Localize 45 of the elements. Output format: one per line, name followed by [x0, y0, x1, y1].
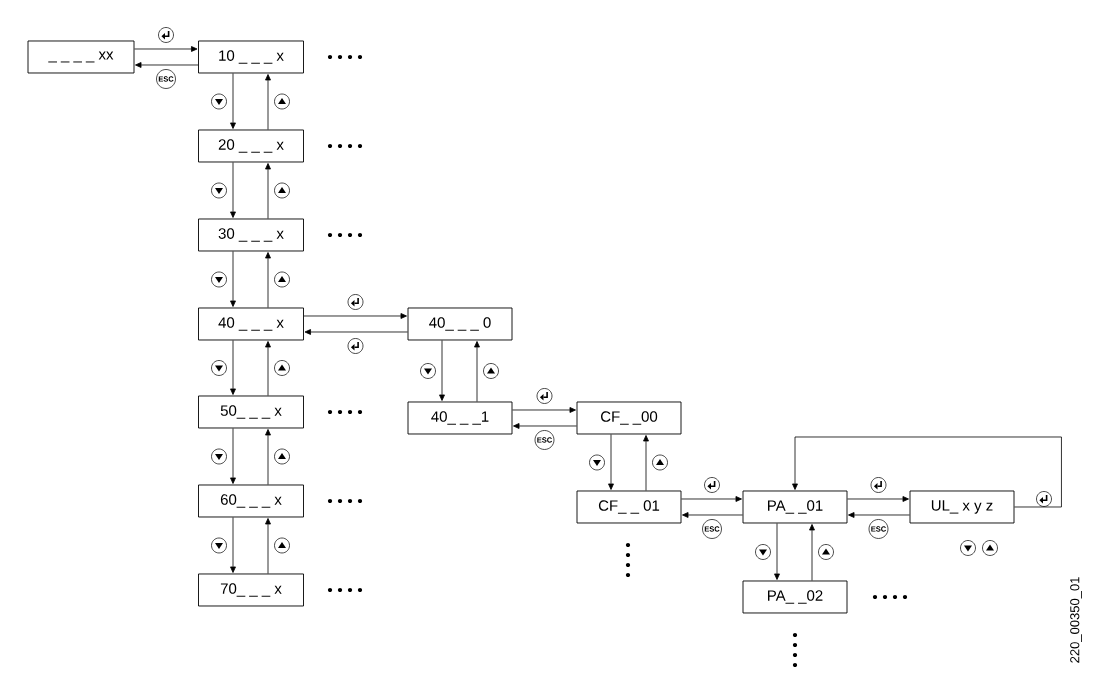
arrow [439, 340, 445, 401]
arrow [265, 74, 271, 130]
arrow [134, 46, 198, 52]
arrow [265, 341, 271, 396]
display-box: 40_ _ _1 [407, 401, 513, 435]
arrow [265, 252, 271, 308]
arrow [230, 340, 236, 395]
display-box: CF_ _00 [576, 401, 682, 435]
display-box: 50_ _ _ x [198, 395, 304, 429]
arrow [608, 434, 614, 490]
figure-code: 220_00350_01 [1070, 577, 1082, 663]
arrow [474, 341, 480, 402]
arrow [304, 329, 408, 335]
arrow [774, 523, 780, 580]
display-box: CF_ _ 01 [576, 490, 682, 524]
display-box: 40 _ _ _ x [198, 307, 304, 341]
arrow [303, 313, 407, 319]
display-box: 60_ _ _ x [198, 484, 304, 518]
display-box: 20 _ _ _ x [198, 129, 304, 163]
arrow [681, 496, 742, 502]
display-box: _ _ _ _ xx [27, 40, 135, 74]
arrow [682, 512, 743, 518]
arrow [265, 163, 271, 219]
display-box: 30 _ _ _ x [198, 218, 304, 252]
arrow [643, 435, 649, 491]
arrow [265, 429, 271, 485]
arrow [792, 436, 1062, 508]
arrow [230, 428, 236, 484]
display-box: PA_ _02 [742, 580, 848, 614]
display-box: UL_ x y z [909, 490, 1015, 524]
display-box: PA_ _01 [742, 490, 848, 524]
display-box: 10 _ _ _ x [198, 40, 304, 74]
arrow [230, 517, 236, 573]
arrow [135, 62, 199, 68]
arrow [265, 518, 271, 574]
arrow [513, 423, 577, 429]
arrow [512, 407, 576, 413]
display-box: 40_ _ _ 0 [407, 307, 513, 341]
arrow [230, 73, 236, 129]
display-box: 70_ _ _ x [198, 573, 304, 607]
arrow [847, 496, 909, 502]
arrow [230, 162, 236, 218]
arrow [230, 251, 236, 307]
arrow [809, 524, 815, 581]
arrow [848, 512, 910, 518]
